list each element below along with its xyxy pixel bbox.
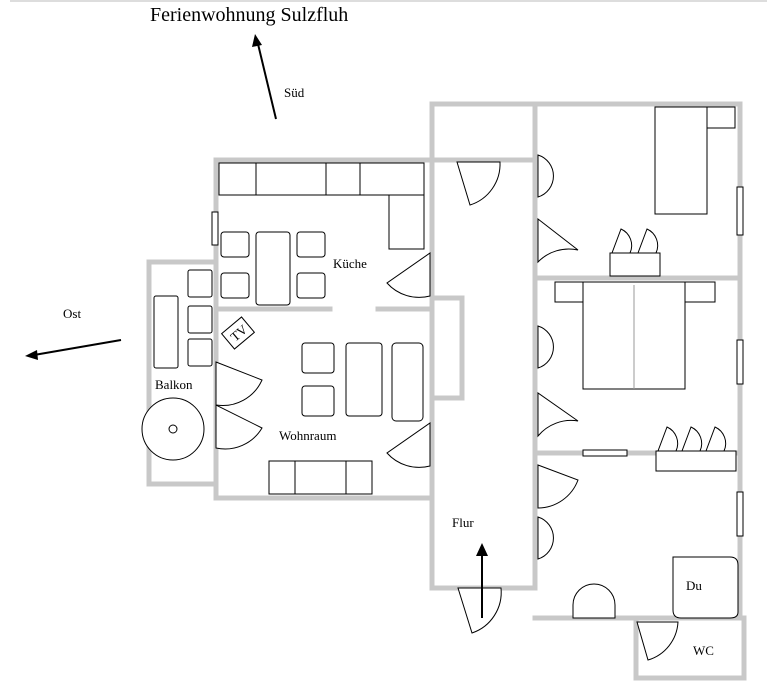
east-arrow [25, 339, 122, 360]
room-label-wc: WC [693, 643, 714, 658]
bathroom-fixtures [572, 556, 739, 619]
room-label-balcony: Balkon [155, 377, 193, 392]
room-label-kitchen: Küche [333, 256, 367, 271]
living-furniture [268, 342, 424, 495]
entrance-arrow [476, 543, 488, 618]
room-label-shower: Du [686, 578, 702, 593]
windows [211, 186, 744, 537]
kitchen-table [220, 231, 326, 306]
room-label-hall: Flur [452, 515, 474, 530]
east-label: Ost [63, 306, 81, 321]
kitchen-counter [218, 162, 425, 250]
tv: TV [220, 316, 256, 350]
bedroom-2-furniture [554, 281, 737, 472]
room-label-living: Wohnraum [279, 428, 336, 443]
south-label: Süd [284, 85, 305, 100]
south-arrow [252, 34, 277, 120]
doors [215, 154, 679, 661]
balcony-furniture [141, 269, 213, 461]
plan-title: Ferienwohnung Sulzfluh [150, 4, 348, 26]
bedroom-1-furniture [609, 106, 736, 277]
